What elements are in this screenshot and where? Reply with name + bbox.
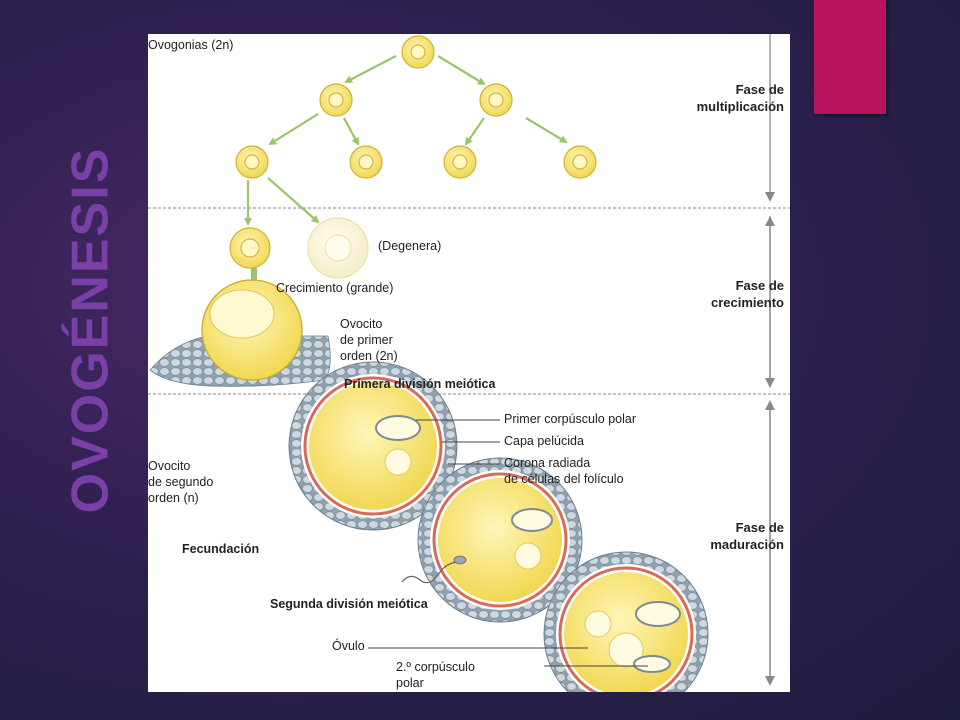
degenerating-cell xyxy=(307,217,369,279)
label-corona-radiata: Corona radiada de células del folículo xyxy=(504,456,624,486)
label-zona-pellucida: Capa pelúcida xyxy=(504,434,584,448)
label-second-polar-body: 2.º corpúsculo polar xyxy=(396,660,475,690)
oogonium-cell xyxy=(349,145,383,179)
oogonium-cell xyxy=(479,83,513,117)
ovum xyxy=(543,551,709,692)
oogonium-cell xyxy=(443,145,477,179)
phase-multiplication: Fase de multiplicación xyxy=(696,82,784,114)
leader-lines xyxy=(368,419,648,667)
fertilized-oocyte xyxy=(401,457,583,623)
oogonium-cell xyxy=(319,83,353,117)
oogenesis-diagram: Ovogonias (2n) (Degenera) Crecimiento (g… xyxy=(148,34,790,692)
oogonium-cell xyxy=(401,35,435,69)
oogonium-cell xyxy=(563,145,597,179)
label-first-meiotic-division: Primera división meiótica xyxy=(344,377,496,391)
primary-oocyte xyxy=(149,279,331,387)
label-fertilization: Fecundación xyxy=(182,542,260,556)
label-ovum: Óvulo xyxy=(332,639,365,653)
oogonia-cells xyxy=(235,35,597,179)
diagram-graphics xyxy=(148,34,790,692)
oogonium-cell xyxy=(235,145,269,179)
slide-title-text: OVOGÉNESIS xyxy=(61,146,120,514)
phase-growth: Fase de crecimiento xyxy=(711,278,784,310)
label-primary-oocyte: Ovocito de primer orden (2n) xyxy=(340,317,398,363)
label-secondary-oocyte: Ovocito de segundo orden (n) xyxy=(148,459,214,505)
growing-cell xyxy=(229,227,271,269)
accent-bar xyxy=(814,0,886,114)
label-first-polar-body: Primer corpúsculo polar xyxy=(504,412,636,426)
sperm-head xyxy=(453,555,467,565)
label-oogonia: Ovogonias (2n) xyxy=(148,38,234,52)
label-degenerates: (Degenera) xyxy=(378,239,442,253)
label-growth: Crecimiento (grande) xyxy=(276,281,394,295)
sperm-tail xyxy=(401,561,457,584)
phase-maturation: Fase de maduración xyxy=(710,520,784,552)
slide-title: OVOGÉNESIS xyxy=(61,120,120,540)
secondary-oocyte xyxy=(288,361,458,531)
label-second-meiotic-division: Segunda división meiótica xyxy=(270,597,428,611)
